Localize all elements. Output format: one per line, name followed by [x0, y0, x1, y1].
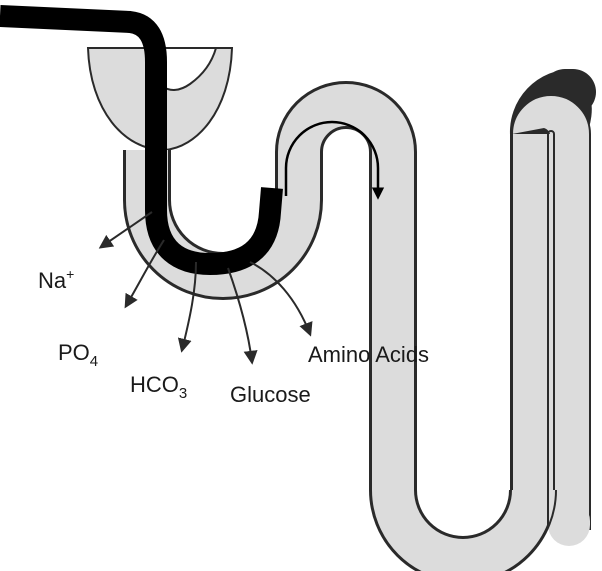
- label-glucose: Glucose: [230, 382, 311, 407]
- label-amino-acids: Amino Acids: [308, 342, 429, 367]
- arrow-glucose: [227, 267, 258, 365]
- arrow-sodium: [98, 211, 153, 249]
- arrow-amino-acids: [249, 261, 313, 337]
- tubule-lumen: [126, 84, 554, 571]
- tubule-right-inner-outline: [547, 130, 555, 528]
- tubule-inner-outline: [169, 81, 511, 538]
- label-bicarbonate: HCO3: [130, 372, 187, 402]
- label-sodium: Na+: [38, 266, 74, 293]
- filtrate-flow-path: [0, 5, 283, 276]
- tubule-outline: [124, 68, 596, 571]
- tubule-right-end: [548, 500, 590, 546]
- tubule-outer-outline: [123, 127, 557, 571]
- flow-direction-arrow: [284, 120, 385, 200]
- arrow-bicarbonate: [177, 261, 197, 353]
- tubule-right-loop: [512, 95, 590, 540]
- tubule-right-loop-outline: [511, 94, 591, 530]
- label-phosphate: PO4: [58, 340, 98, 370]
- arrow-phosphate: [124, 239, 165, 309]
